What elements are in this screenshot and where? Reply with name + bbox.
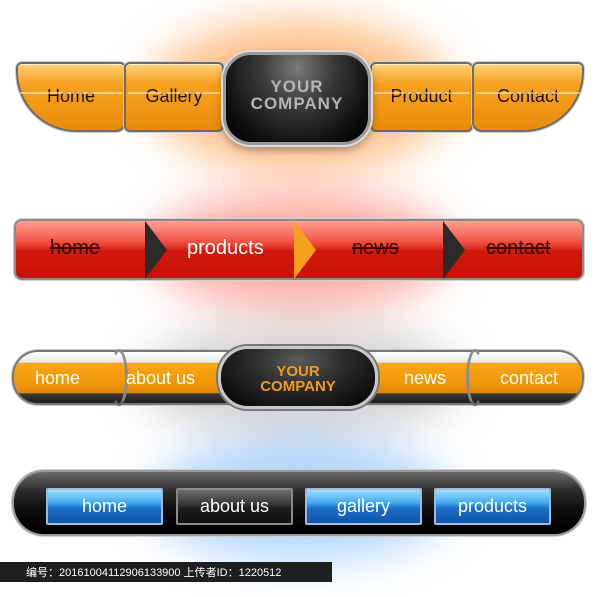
nav1-contact-button[interactable]: Contact (472, 62, 584, 132)
nav2-products-label: products (187, 237, 264, 259)
nav4-gallery-label: gallery (336, 496, 391, 516)
nav2-news-link[interactable]: news (352, 237, 399, 260)
nav2-arrow-1 (145, 221, 167, 279)
nav1-logo-line2: COMPANY (250, 94, 344, 113)
nav3-home-label: home (35, 368, 81, 388)
nav2-arrow-2 (294, 221, 316, 279)
nav4-gallery-button[interactable]: gallery (305, 488, 422, 525)
nav4-about-label: about us (199, 496, 270, 516)
nav2-arrow-3 (443, 221, 465, 279)
nav4-products-button[interactable]: products (434, 488, 551, 525)
nav2-products-link[interactable]: products (187, 237, 264, 260)
nav3-home-link[interactable]: home (35, 368, 80, 389)
nav2-contact-label: contact (486, 237, 551, 259)
nav4-home-button[interactable]: home (46, 488, 163, 525)
nav3-news-label: news (404, 368, 447, 388)
nav1-product-label: Product (390, 85, 453, 106)
nav3-logo-line2: COMPANY (260, 378, 336, 395)
nav1-gallery-button[interactable]: Gallery (124, 62, 224, 132)
nav3-logo-badge[interactable]: YOUR COMPANY (218, 346, 378, 409)
nav1-product-button[interactable]: Product (370, 62, 473, 132)
nav1-home-button[interactable]: Home (16, 62, 126, 132)
nav2-news-label: news (352, 237, 399, 259)
nav4-products-label: products (457, 496, 528, 516)
nav2-home-link[interactable]: home (50, 237, 100, 260)
nav2-home-label: home (50, 237, 101, 259)
nav3-divider-1 (110, 349, 128, 406)
nav3-about-link[interactable]: about us (126, 368, 195, 389)
nav3-contact-link[interactable]: contact (500, 368, 558, 389)
nav1-gallery-label: Gallery (145, 85, 203, 106)
nav3-news-link[interactable]: news (404, 368, 446, 389)
nav2-contact-link[interactable]: contact (486, 237, 550, 260)
nav3-about-label: about us (126, 368, 196, 388)
nav4-about-button[interactable]: about us (176, 488, 293, 525)
nav1-logo-line1: YOUR (270, 77, 324, 96)
nav1-contact-label: Contact (496, 85, 560, 106)
nav3-logo-line1: YOUR (276, 363, 320, 380)
nav1-logo-badge[interactable]: YOUR COMPANY (223, 52, 371, 145)
nav4-home-label: home (81, 496, 128, 516)
nav3-contact-label: contact (500, 368, 559, 388)
nav1-home-label: Home (46, 85, 95, 106)
image-caption: 编号：20161004112906133900 上传者ID：1220512 (0, 562, 332, 582)
nav3-divider-2 (466, 349, 484, 406)
